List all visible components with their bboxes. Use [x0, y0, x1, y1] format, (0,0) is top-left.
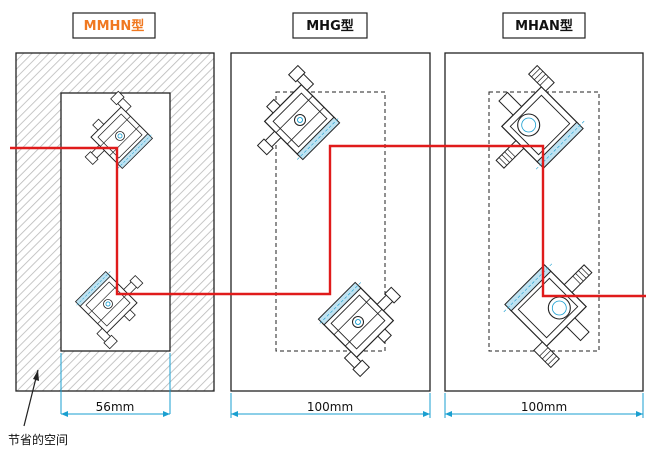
- title-mmhn: MMHN型: [72, 12, 156, 39]
- saved-space-label: 节省的空间: [8, 432, 68, 447]
- dimension-mhg: [230, 393, 431, 418]
- dimension-mmhn: [60, 353, 171, 417]
- mhg-footprint-outline: [275, 91, 386, 352]
- dimension-mmhn-label: 56mm: [96, 400, 135, 414]
- dimension-mhan: [444, 393, 644, 418]
- laser-beam: [10, 144, 646, 298]
- title-mhan: MHAN型: [502, 12, 586, 39]
- dimension-mhg-label: 100mm: [307, 400, 353, 414]
- title-mhan-text: MHAN型: [515, 18, 573, 34]
- panel-mmhn: [15, 52, 215, 392]
- saved-space-pointer: [23, 369, 39, 427]
- dimension-mhan-label: 100mm: [521, 400, 567, 414]
- title-mmhn-text: MMHN型: [84, 18, 145, 34]
- title-mhg-text: MHG型: [306, 18, 354, 34]
- title-mhg: MHG型: [292, 12, 368, 39]
